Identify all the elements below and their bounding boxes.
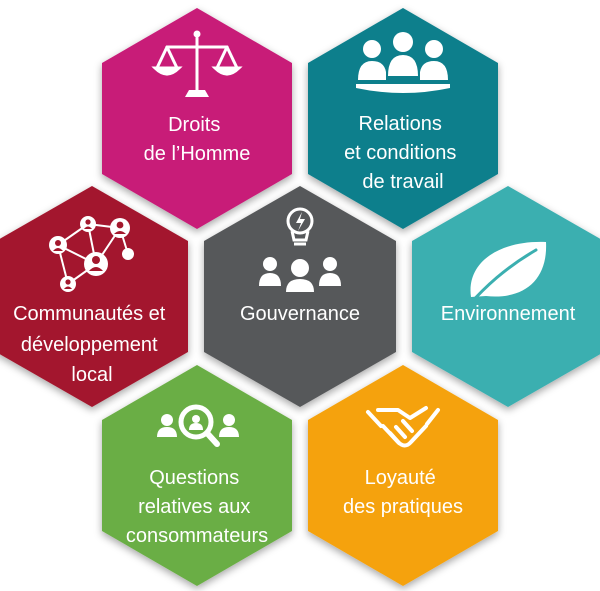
label-relations: Relations et conditions de travail [344,113,462,193]
label-loyaute-line-2: des pratiques [343,496,463,518]
label-communautes: Communautés et développement local [13,303,171,386]
label-loyaute-line-1: Loyauté [365,467,436,489]
hex-shape-droits [102,8,292,229]
hex-questions-relatives-aux-consommateurs: Questions relatives aux consommateurs [102,365,292,586]
hex-relations-et-conditions-de-travail: Relations et conditions de travail [308,8,498,229]
hex-shape-questions [102,365,292,586]
hex-shape-environnement [412,186,600,407]
label-droits: Droits de l’Homme [144,114,251,165]
scales-icon [151,30,243,97]
hex-loyaute-des-pratiques: Loyauté des pratiques [308,365,498,586]
lightbulb-people-icon [259,207,341,292]
label-gouvernance: Gouvernance [240,303,360,325]
label-relations-line-1: Relations [359,113,442,135]
hex-gouvernance: Gouvernance [204,186,396,407]
label-environnement: Environnement [441,303,576,325]
label-communautes-line-2: développement [21,334,158,356]
label-droits-line-2: de l’Homme [144,143,251,165]
label-communautes-line-1: Communautés et [13,303,166,325]
label-questions-line-2: relatives aux [138,496,250,518]
hex-shape-gouvernance [204,186,396,407]
handshake-icon [366,406,440,448]
meeting-people-icon [356,32,450,93]
label-questions: Questions relatives aux consommateurs [126,467,268,547]
hex-droits-de-l-homme: Droits de l’Homme [102,8,292,229]
magnifier-people-icon [157,404,239,447]
hex-shape-loyaute [308,365,498,586]
leaf-icon [466,241,547,308]
label-droits-line-1: Droits [168,114,220,136]
hex-communautes-et-developpement-local: Communautés et développement local [0,186,188,407]
hex-shape-relations [308,8,498,229]
label-relations-line-2: et conditions [344,142,456,164]
label-questions-line-1: Questions [149,467,239,489]
network-people-icon [49,216,134,292]
hex-environnement: Environnement [412,186,600,407]
label-communautes-line-3: local [71,364,112,386]
label-loyaute: Loyauté des pratiques [343,467,463,518]
hex-shape-communautes [0,186,188,407]
label-questions-line-3: consommateurs [126,525,268,547]
label-relations-line-3: de travail [362,171,443,193]
